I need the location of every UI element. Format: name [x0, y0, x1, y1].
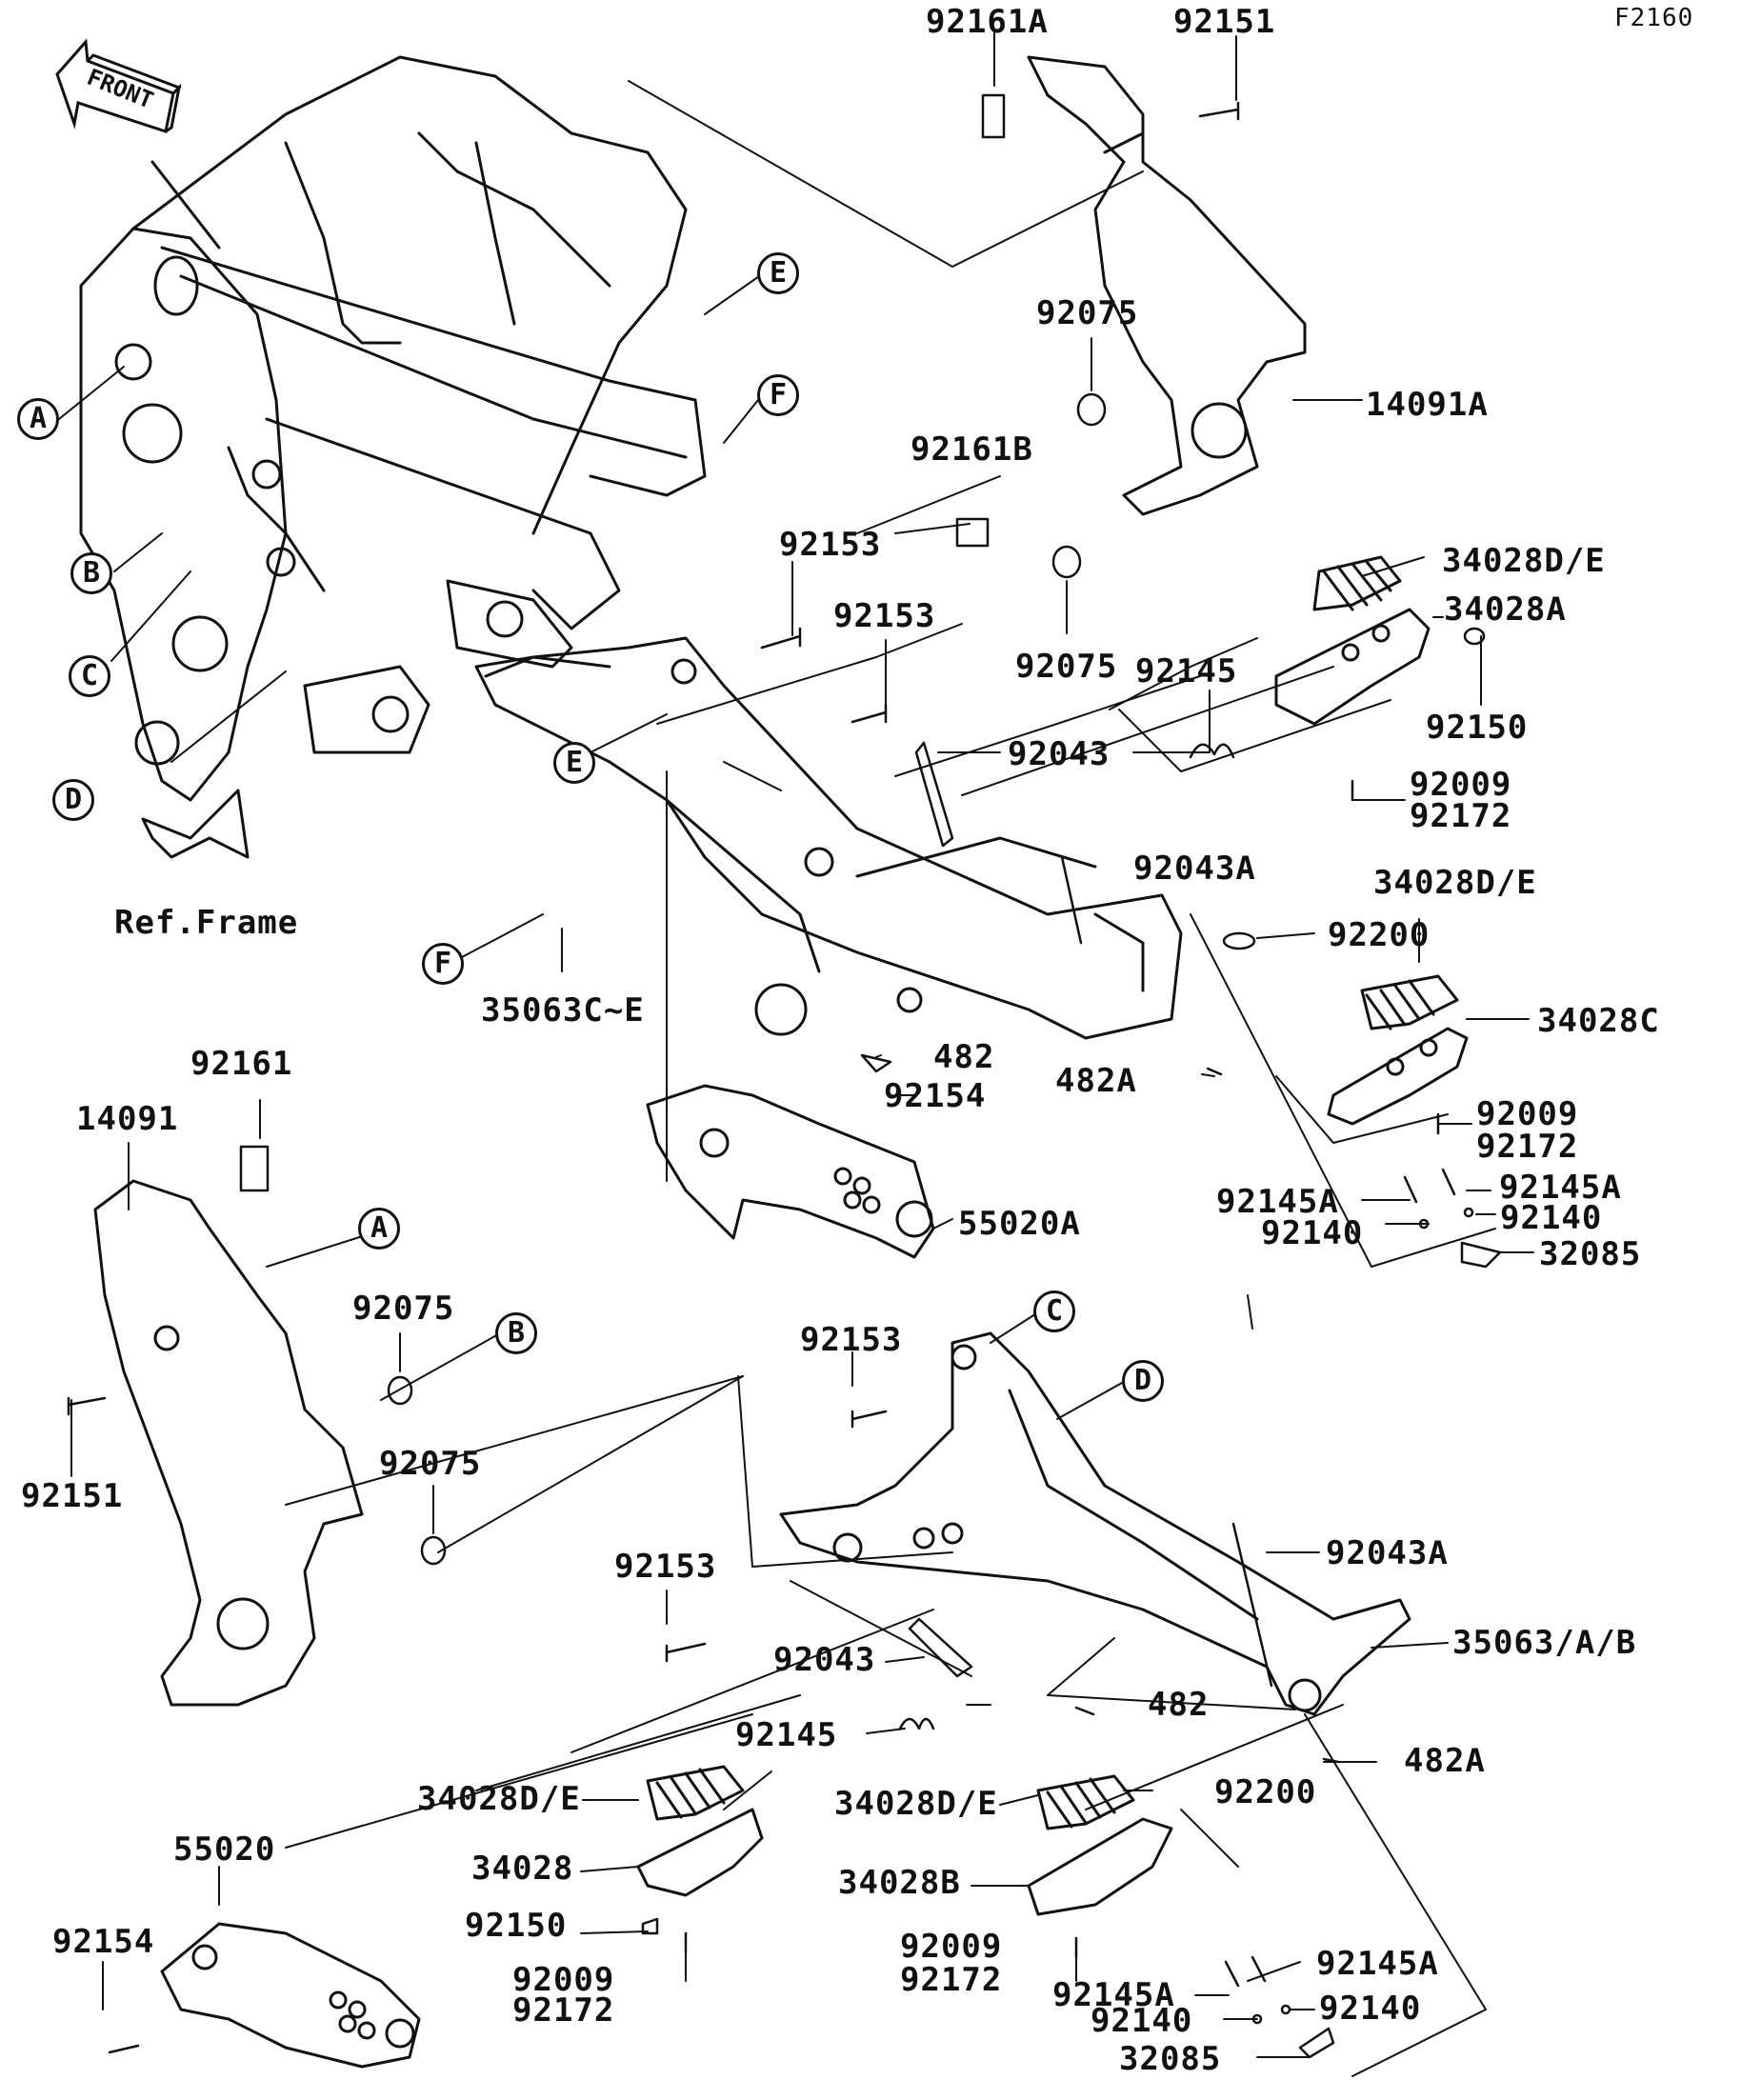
diagram-code: F2160	[1614, 4, 1694, 32]
part-label: 92172	[900, 1961, 1003, 1999]
callout-f: F	[422, 943, 464, 985]
part-label: 92140	[1261, 1214, 1364, 1252]
leader-lines	[70, 31, 1534, 2058]
callout-a: A	[358, 1208, 400, 1250]
callout-d: D	[52, 779, 94, 821]
guard-55020A-drawing	[646, 1084, 935, 1259]
frame-drawing	[79, 55, 707, 859]
part-label: 92153	[800, 1321, 903, 1359]
part-label: 482	[1148, 1686, 1210, 1724]
part-label: 482A	[1055, 1062, 1137, 1100]
part-label: 92172	[512, 1991, 615, 2030]
callout-c: C	[1033, 1290, 1075, 1332]
callout-e: E	[757, 252, 799, 294]
callout-e: E	[553, 742, 595, 784]
part-label: 92161B	[911, 430, 1033, 469]
part-label: 34028D/E	[417, 1780, 581, 1818]
part-label: 92145A	[1216, 1183, 1339, 1221]
footpeg-34028C-drawing	[1327, 974, 1469, 1126]
part-label: 34028	[471, 1850, 574, 1888]
part-label: 32085	[1119, 2040, 1222, 2078]
part-label: 34028D/E	[1373, 864, 1537, 902]
front-arrow: FRONT	[50, 36, 183, 160]
part-label: 92153	[779, 526, 882, 564]
callout-b: B	[70, 552, 112, 594]
part-label: 34028B	[838, 1864, 961, 1902]
part-label: 92043	[1008, 735, 1111, 773]
part-label: 92145	[735, 1716, 838, 1754]
part-label: 92009	[1476, 1095, 1579, 1133]
part-label: 92075	[1015, 648, 1118, 686]
part-label: 92150	[1426, 709, 1529, 747]
part-label: 14091	[76, 1100, 179, 1138]
part-label: 32085	[1539, 1235, 1642, 1273]
hardware-drawing	[67, 93, 1502, 2059]
callout-f: F	[757, 374, 799, 416]
part-label: 92154	[884, 1077, 987, 1115]
front-arrow-icon: FRONT	[55, 38, 182, 133]
part-label: 92161A	[926, 3, 1049, 41]
part-label: 35063C~E	[481, 991, 645, 1030]
part-label: 92153	[614, 1548, 717, 1586]
part-label: 92145A	[1499, 1169, 1622, 1207]
footpeg-34028B-drawing	[1027, 1774, 1173, 1916]
callout-c: C	[69, 655, 110, 697]
part-label: 92140	[1319, 1990, 1422, 2028]
part-label: 92075	[379, 1445, 482, 1483]
part-label: 482A	[1404, 1742, 1486, 1780]
part-label: 92153	[833, 597, 936, 635]
guard-55020-drawing	[160, 1922, 421, 2069]
ref-frame-label: Ref.Frame	[114, 904, 299, 942]
part-label: 92151	[1173, 3, 1276, 41]
part-label: 92009	[900, 1928, 1003, 1966]
part-label: 92154	[52, 1923, 155, 1961]
part-label: 92145	[1135, 652, 1238, 690]
part-label: 92150	[465, 1907, 568, 1945]
bracket-35063CE-drawing	[474, 636, 1183, 1040]
part-label: 92043A	[1326, 1534, 1449, 1572]
part-label: 92172	[1476, 1128, 1579, 1166]
callout-a: A	[17, 398, 59, 440]
part-label: 92172	[1410, 797, 1512, 835]
callout-b: B	[495, 1312, 537, 1354]
footpeg-34028-drawing	[636, 1765, 764, 1897]
part-label: 92043A	[1133, 850, 1256, 888]
part-label: 34028D/E	[1442, 542, 1606, 580]
part-label: 34028A	[1444, 590, 1567, 629]
part-label: 55020	[173, 1830, 276, 1869]
part-label: 482	[933, 1038, 995, 1076]
guard-14091A-drawing	[1027, 55, 1307, 516]
part-label: 92043	[773, 1641, 876, 1679]
part-label: 92075	[1036, 294, 1139, 332]
connector-lines	[58, 80, 1496, 2077]
part-label: 92145A	[1052, 1976, 1175, 2014]
part-label: 92009	[1410, 766, 1512, 804]
part-label: 92161	[190, 1045, 293, 1083]
footpeg-34028A-drawing	[1274, 555, 1431, 726]
part-label: 55020A	[958, 1205, 1081, 1243]
part-label: 35063/A/B	[1452, 1624, 1637, 1662]
bracket-35063AB-drawing	[779, 1331, 1411, 1716]
part-label: 92200	[1214, 1773, 1317, 1811]
part-label: 14091A	[1366, 386, 1489, 424]
part-label: 34028D/E	[834, 1785, 998, 1823]
part-label: 92200	[1328, 916, 1431, 954]
part-label: 92140	[1091, 2002, 1193, 2040]
part-label: 92151	[21, 1477, 124, 1515]
guard-14091-drawing	[93, 1179, 364, 1707]
part-label: 92145A	[1316, 1945, 1439, 1983]
part-label: 92140	[1500, 1199, 1603, 1237]
part-label: 92075	[352, 1290, 455, 1328]
part-label: 92009	[512, 1961, 615, 1999]
part-label: 34028C	[1537, 1002, 1660, 1040]
callout-d: D	[1122, 1360, 1164, 1402]
